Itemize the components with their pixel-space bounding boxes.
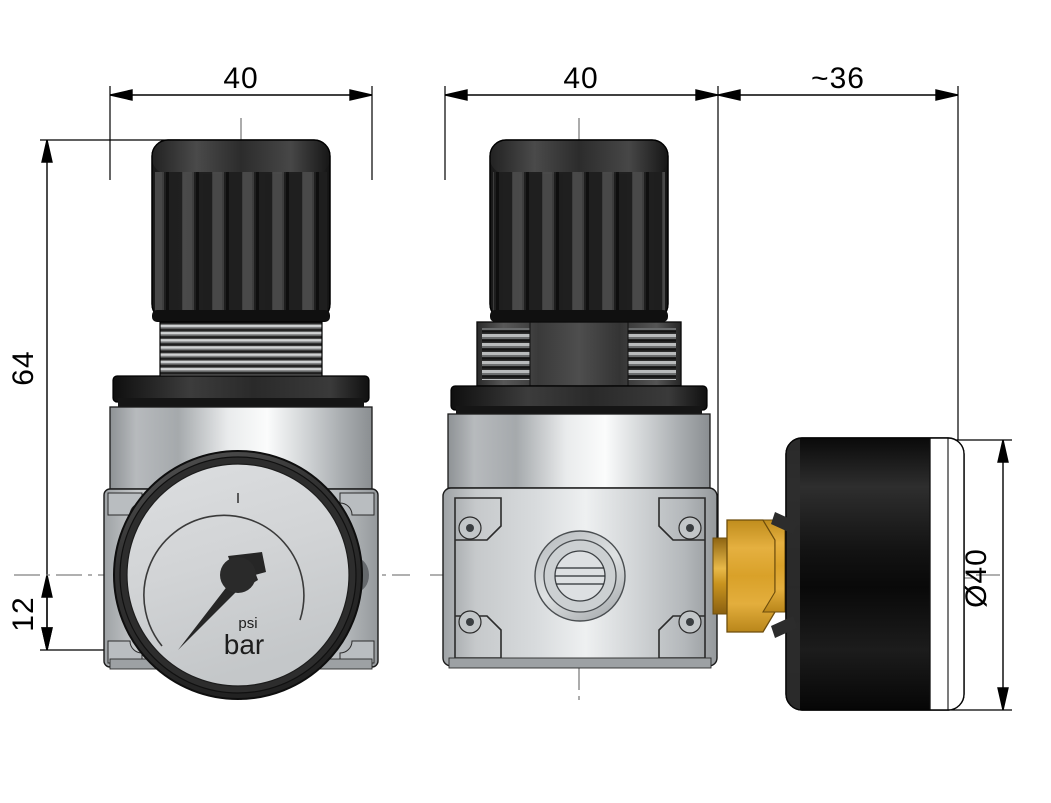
threaded-collar-front — [159, 321, 323, 377]
adjusting-knob-front — [151, 139, 331, 322]
mounting-screws — [458, 516, 702, 634]
gauge-unit-bar-front: bar — [224, 629, 264, 660]
mounting-flange-side — [450, 385, 708, 414]
dimension-lines — [41, 89, 1009, 711]
body-upper-side — [447, 413, 711, 489]
dimension-height-total: 64 — [7, 350, 40, 385]
front-view: psi bar — [103, 139, 379, 700]
hex-locknut-side — [476, 321, 682, 387]
dimension-width-side: 40 — [563, 62, 598, 95]
body-main-side — [442, 487, 718, 669]
dimension-height-center: 12 — [7, 596, 40, 631]
dimension-gauge-diameter: Ø40 — [960, 548, 993, 608]
dimension-depth-gauge: ~36 — [811, 62, 865, 95]
brass-gauge-fitting — [712, 519, 786, 633]
side-view — [442, 139, 965, 711]
dimension-width-front: 40 — [223, 62, 258, 95]
centre-port — [534, 530, 626, 622]
pressure-gauge-front: psi bar — [113, 450, 363, 700]
extension-lines — [40, 86, 1012, 711]
adjusting-knob-side — [489, 139, 669, 322]
gauge-housing-side — [771, 437, 965, 711]
mounting-flange-front — [112, 375, 370, 407]
gauge-unit-psi-front: psi — [238, 615, 257, 632]
